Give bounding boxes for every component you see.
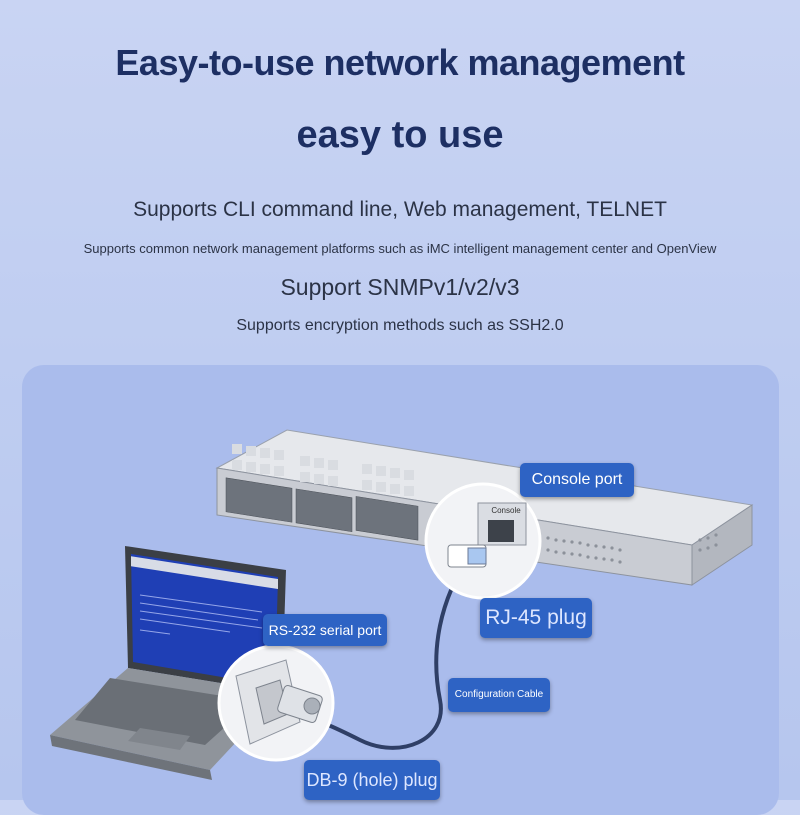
page-subtitle: easy to use [296,114,504,156]
callout-db9-plug: DB-9 (hole) plug [304,760,440,800]
network-switch [215,429,754,586]
feature-ssh: Supports encryption methods such as SSH2… [236,317,564,334]
db9-zoom [217,644,335,762]
callout-console-port: Console port [520,463,634,497]
page-title: Easy-to-use network management [115,42,685,83]
feature-snmp: Support SNMPv1/v2/v3 [280,274,520,300]
console-port-label: Console [491,506,521,515]
rj45-zoom: Console [424,482,542,600]
feature-cli: Supports CLI command line, Web managemen… [133,198,667,221]
callout-config-cable: Configuration Cable [448,678,550,712]
feature-nms: Supports common network management platf… [83,241,717,256]
callout-rs232-port: RS-232 serial port [263,614,387,646]
callout-rj45-plug: RJ-45 plug [480,598,592,638]
